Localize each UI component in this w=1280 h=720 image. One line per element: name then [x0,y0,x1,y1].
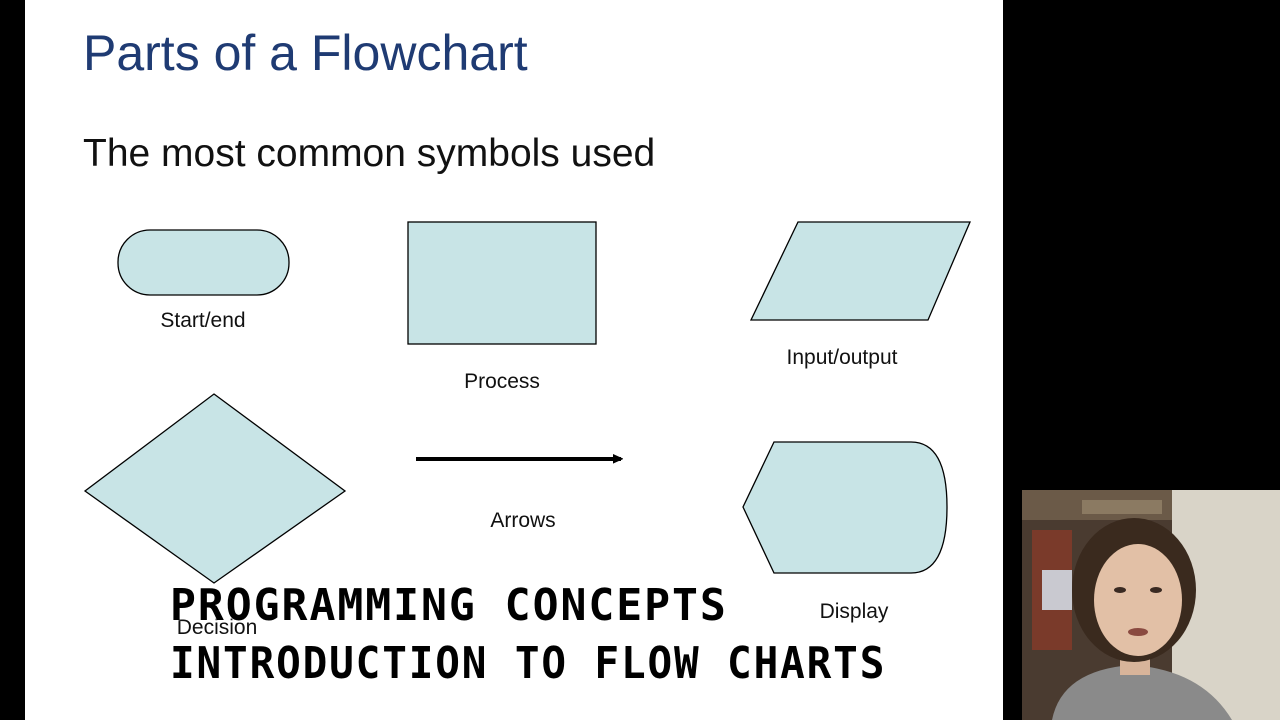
decision-label: Decision [177,616,258,639]
arrows-label: Arrows [490,509,555,532]
slide-subtitle: The most common symbols used [83,132,656,175]
input-output-label: Input/output [787,346,898,369]
flowchart-symbols-diagram: Start/end Process Input/output Decision … [83,221,971,639]
start-end-label: Start/end [160,309,245,332]
banner-line-2: INTRODUCTION TO FLOW CHARTS [170,638,887,689]
banner-line-1: PROGRAMMING CONCEPTS [170,580,728,631]
decision-shape [83,393,347,584]
process-label: Process [464,370,540,393]
process-shape [407,221,597,345]
input-output-shape [749,221,971,321]
start-end-shape [117,229,290,296]
display-label: Display [820,600,889,623]
webcam-overlay [1022,490,1280,720]
slide: Parts of a Flowchart The most common sym… [25,0,1003,720]
display-shape [742,441,948,574]
slide-title: Parts of a Flowchart [83,25,528,81]
presenter-video-image [1022,490,1280,720]
